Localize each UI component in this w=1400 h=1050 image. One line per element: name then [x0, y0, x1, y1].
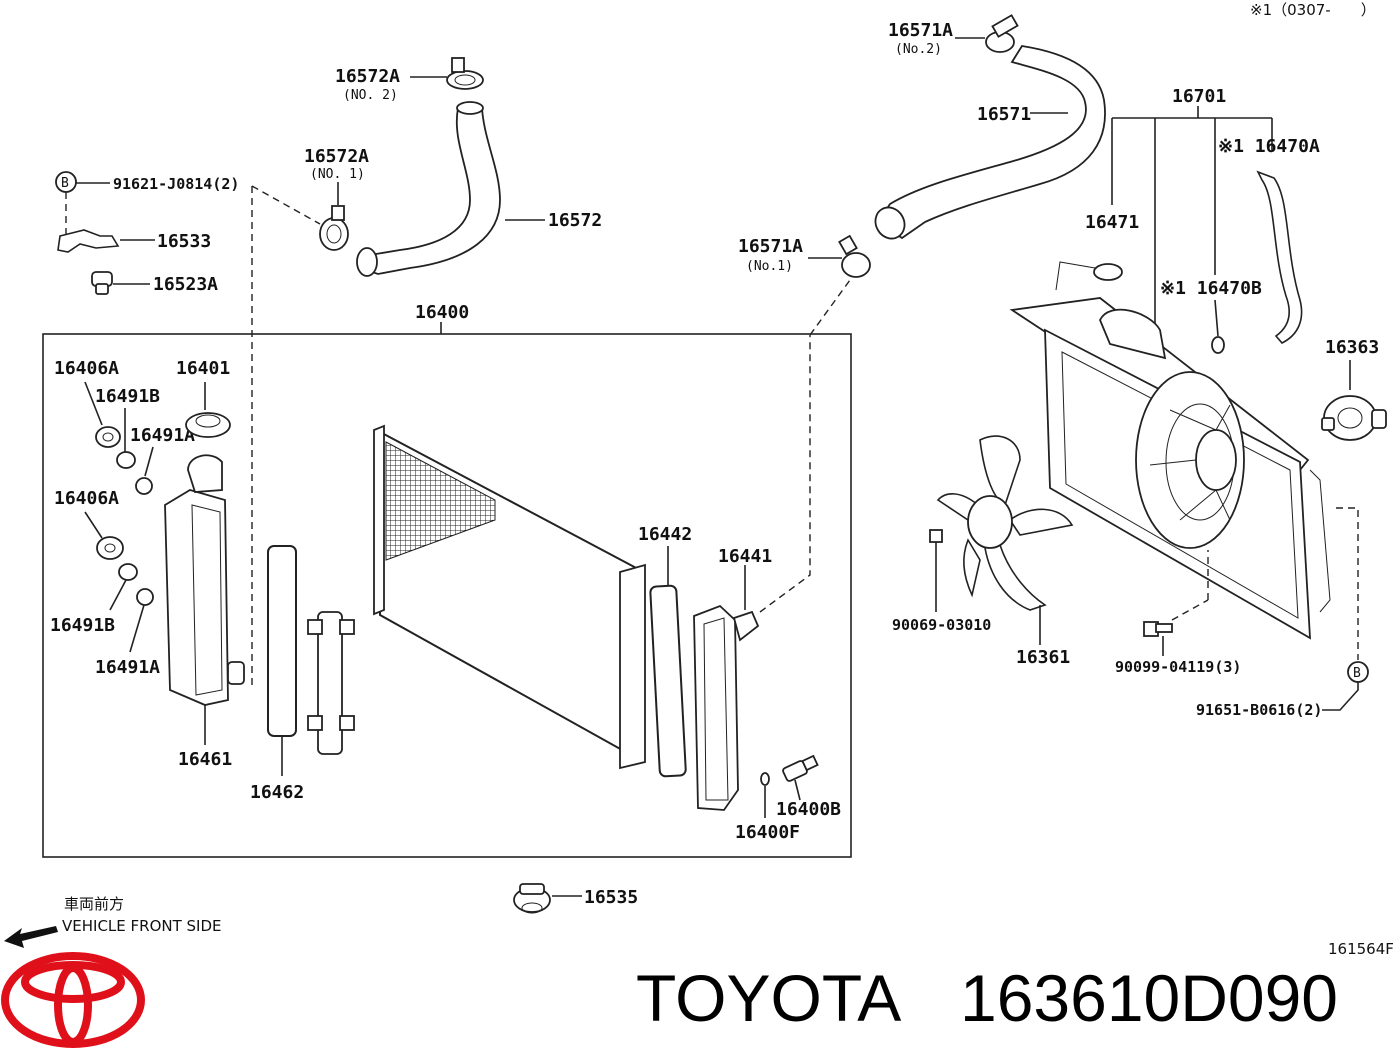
callout-16462: 16462	[250, 782, 304, 803]
radiator-cap-16401-icon	[185, 412, 231, 438]
callout-16572: 16572	[548, 210, 602, 231]
callout-16406a-2: 16406A	[54, 488, 119, 509]
callout-16406a-1: 16406A	[54, 358, 119, 379]
right-tank-16441-icon	[693, 604, 760, 811]
front-arrow-icon	[4, 926, 58, 948]
upper-hose-16572-icon	[358, 107, 501, 275]
hose-16470a-icon	[1256, 170, 1303, 344]
callout-16491b-2: 16491B	[50, 615, 115, 636]
callout-16461: 16461	[178, 749, 232, 770]
reservoir-cap-16471-icon	[1055, 261, 1123, 291]
direction-label-jp: 車両前方	[64, 895, 124, 913]
callout-16401: 16401	[176, 358, 230, 379]
drain-plug-16400b-icon	[782, 754, 819, 782]
callout-16363: 16363	[1325, 337, 1379, 358]
callout-16571a-no2-sub: (No.2)	[895, 42, 942, 57]
fan-shroud-16701-icon	[1009, 297, 1331, 640]
nut-90069-icon	[929, 529, 943, 543]
bracket-16533-icon	[57, 229, 120, 253]
callout-16571a-no1-sub: (No.1)	[746, 259, 793, 274]
clamp-16571a-no2-icon	[985, 14, 1019, 53]
side-pipe-icon	[307, 611, 355, 755]
callout-16470a: ※1 16470A	[1218, 136, 1320, 157]
callout-16361: 16361	[1016, 647, 1070, 668]
drain-cock-16406a-1-icon	[95, 426, 121, 448]
drain-cock-16406a-2-icon	[96, 536, 124, 560]
callout-16523a: 16523A	[153, 274, 218, 295]
callout-16701: 16701	[1172, 86, 1226, 107]
tank-gasket-16462-icon	[267, 545, 297, 737]
left-tank-16461-icon	[164, 454, 245, 706]
lower-hose-16571-icon	[876, 45, 1106, 240]
cushion-16535-icon	[513, 883, 551, 914]
fan-motor-16363-icon	[1321, 395, 1387, 441]
gasket-16491b-2-icon	[118, 563, 138, 581]
gasket-16491b-1-icon	[116, 451, 136, 469]
tank-gasket-16442-icon	[649, 584, 687, 778]
callout-91621-j0814: 91621-J0814(2)	[113, 175, 239, 193]
clip-16470b-icon	[1211, 336, 1225, 354]
oring-16400f-icon	[760, 772, 770, 786]
radiator-core-icon	[373, 424, 646, 770]
callout-16572a-no1: 16572A	[304, 146, 369, 167]
diagram-code: 161564F	[1328, 940, 1394, 958]
callout-16572a-no1-sub: (NO. 1)	[310, 167, 365, 182]
callout-16470b: ※1 16470B	[1160, 278, 1262, 299]
fan-blade-16361-icon	[936, 435, 1074, 611]
callout-16572a-no2: 16572A	[335, 66, 400, 87]
circle-b-marker-left: B	[55, 171, 77, 193]
callout-16471: 16471	[1085, 212, 1139, 233]
bolt-90099-icon	[1143, 621, 1173, 637]
callout-90069-03010: 90069-03010	[892, 616, 991, 634]
callout-16400b: 16400B	[776, 799, 841, 820]
callout-90099-04119: 90099-04119(3)	[1115, 658, 1241, 676]
oring-16491a-2-icon	[136, 588, 154, 606]
brand-name: TOYOTA	[636, 961, 901, 1035]
clamp-16572a-no1-icon	[319, 205, 349, 251]
radiator-assembly-frame	[42, 333, 852, 858]
callout-16535: 16535	[584, 887, 638, 908]
circle-b-marker-right: B	[1347, 661, 1369, 683]
callout-16442: 16442	[638, 524, 692, 545]
clamp-16571a-no1-icon	[838, 234, 871, 278]
callout-16491b-1: 16491B	[95, 386, 160, 407]
callout-16571a-no2: 16571A	[888, 20, 953, 41]
clamp-16572a-no2-icon	[446, 57, 484, 90]
callout-16441: 16441	[718, 546, 772, 567]
callout-16491a-2: 16491A	[95, 657, 160, 678]
oring-16491a-1-icon	[135, 477, 153, 495]
part-number: 163610D090	[960, 961, 1338, 1035]
callout-91651-b0616: 91651-B0616(2)	[1196, 701, 1322, 719]
callout-16572a-no2-sub: (NO. 2)	[343, 88, 398, 103]
toyota-logo	[1, 952, 145, 1048]
svg-text:B: B	[1353, 666, 1361, 681]
callout-16400f: 16400F	[735, 822, 800, 843]
callout-16533: 16533	[157, 231, 211, 252]
callout-16571: 16571	[977, 104, 1031, 125]
callout-16571a-no1: 16571A	[738, 236, 803, 257]
callout-16491a-1: 16491A	[130, 425, 195, 446]
svg-text:B: B	[61, 176, 69, 191]
callout-16400: 16400	[415, 302, 469, 323]
direction-label-en: VEHICLE FRONT SIDE	[62, 917, 222, 935]
cushion-16523a-icon	[91, 271, 113, 295]
revision-note: ※1（0307- ）	[1250, 1, 1376, 19]
